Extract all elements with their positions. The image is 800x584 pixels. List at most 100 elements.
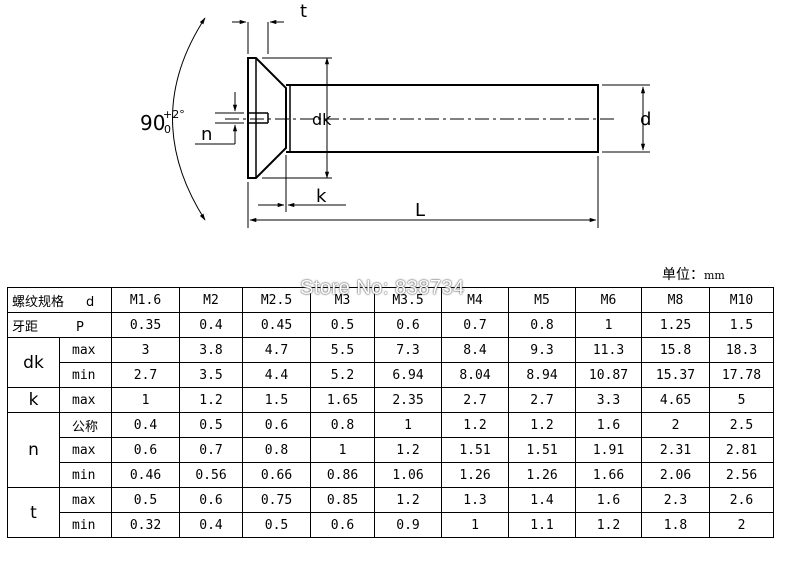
- table-cell: 0.6: [374, 312, 442, 338]
- angle-tolerance-lower: 0: [164, 123, 171, 136]
- store-watermark: Store No: 838734: [300, 277, 465, 299]
- table-cell: 0.6: [310, 512, 375, 538]
- group-label-k: k: [7, 387, 60, 413]
- table-cell: 2.7: [441, 387, 509, 413]
- angle-arc: [172, 17, 206, 221]
- angle-label: 90: [140, 111, 165, 135]
- table-cell: 0.5: [179, 412, 243, 438]
- table-cell: 3.8: [179, 337, 243, 363]
- table-cell: 0.66: [242, 462, 311, 488]
- table-cell: 0.5: [242, 512, 311, 538]
- table-cell: 0.86: [310, 462, 375, 488]
- sub-label-cell: min: [59, 462, 112, 488]
- table-cell: 3: [111, 337, 180, 363]
- table-cell: 4.4: [242, 362, 311, 388]
- table-cell: 1.26: [441, 462, 509, 488]
- table-cell: 1.2: [508, 412, 576, 438]
- table-cell: 1.2: [575, 512, 642, 538]
- table-cell: 1.91: [575, 437, 642, 463]
- size-header-cell: M5: [508, 287, 576, 313]
- table-cell: 0.5: [111, 487, 180, 513]
- table-cell: 8.04: [441, 362, 509, 388]
- table-cell: 1.66: [575, 462, 642, 488]
- table-cell: 5: [709, 387, 774, 413]
- table-cell: 1: [111, 387, 180, 413]
- table-cell: 0.8: [508, 312, 576, 338]
- table-cell: 1: [575, 312, 642, 338]
- table-cell: 0.6: [111, 437, 180, 463]
- table-cell: 15.8: [641, 337, 710, 363]
- dim-label-k: k: [316, 186, 327, 207]
- size-header-cell: M3.5: [374, 287, 442, 313]
- table-cell: 3.3: [575, 387, 642, 413]
- table-cell: 11.3: [575, 337, 642, 363]
- table-cell: 0.46: [111, 462, 180, 488]
- table-cell: 3.5: [179, 362, 243, 388]
- sub-label-cell: max: [59, 487, 112, 513]
- table-cell: 2.35: [374, 387, 442, 413]
- table-cell: 0.75: [242, 487, 311, 513]
- table-cell: 1.2: [374, 487, 442, 513]
- table-cell: 2.6: [709, 487, 774, 513]
- table-cell: 1.06: [374, 462, 442, 488]
- dim-label-dk: dk: [312, 110, 332, 129]
- unit-label: 单位：: [662, 267, 704, 283]
- sub-label-cell: min: [59, 362, 112, 388]
- sub-label-cell: max: [59, 337, 112, 363]
- table-cell: 1.65: [310, 387, 375, 413]
- group-label-t: t: [7, 487, 60, 538]
- sub-label-cell: max: [59, 437, 112, 463]
- table-cell: 0.8: [310, 412, 375, 438]
- table-cell: 1.4: [508, 487, 576, 513]
- table-cell: 2.7: [508, 387, 576, 413]
- table-cell: 5.2: [310, 362, 375, 388]
- table-cell: 0.56: [179, 462, 243, 488]
- size-header-cell: M3: [310, 287, 375, 313]
- table-cell: 0.7: [179, 437, 243, 463]
- table-cell: 0.9: [374, 512, 442, 538]
- table-cell: 2: [641, 412, 710, 438]
- table-cell: 1.51: [508, 437, 576, 463]
- table-cell: 0.4: [111, 412, 180, 438]
- table-cell: 8.4: [441, 337, 509, 363]
- size-header-cell: M6: [575, 287, 642, 313]
- pitch-symbol: P: [76, 319, 84, 335]
- size-header-cell: M4: [441, 287, 509, 313]
- table-cell: 2.7: [111, 362, 180, 388]
- table-cell: 15.37: [641, 362, 710, 388]
- table-cell: 1.2: [179, 387, 243, 413]
- table-cell: 6.94: [374, 362, 442, 388]
- table-cell: 2.31: [641, 437, 710, 463]
- table-cell: 0.32: [111, 512, 180, 538]
- table-cell: 2.56: [709, 462, 774, 488]
- size-header-cell: M2: [179, 287, 243, 313]
- table-cell: 5.5: [310, 337, 375, 363]
- table-cell: 1: [374, 412, 442, 438]
- table-cell: 1.5: [242, 387, 311, 413]
- screw-head-outline: [247, 57, 287, 179]
- dim-label-d: d: [640, 109, 651, 130]
- pitch-label: 牙距: [12, 319, 39, 335]
- dim-label-t: t: [300, 1, 307, 22]
- table-cell: 1.8: [641, 512, 710, 538]
- sub-label-cell: 公称: [59, 412, 112, 438]
- table-cell: 4.65: [641, 387, 710, 413]
- group-label-dk: dk: [7, 337, 60, 388]
- table-cell: 0.6: [179, 487, 243, 513]
- size-header-cell: M1.6: [111, 287, 180, 313]
- table-cell: 1.6: [575, 487, 642, 513]
- screw-technical-drawing: 90 +2° 0 t n dk k L d: [140, 1, 651, 228]
- table-cell: 2: [709, 512, 774, 538]
- dim-label-n: n: [201, 124, 212, 145]
- table-cell: 9.3: [508, 337, 576, 363]
- dim-label-L: L: [415, 200, 425, 221]
- table-cell: 0.4: [179, 312, 243, 338]
- size-header-cell: M8: [641, 287, 710, 313]
